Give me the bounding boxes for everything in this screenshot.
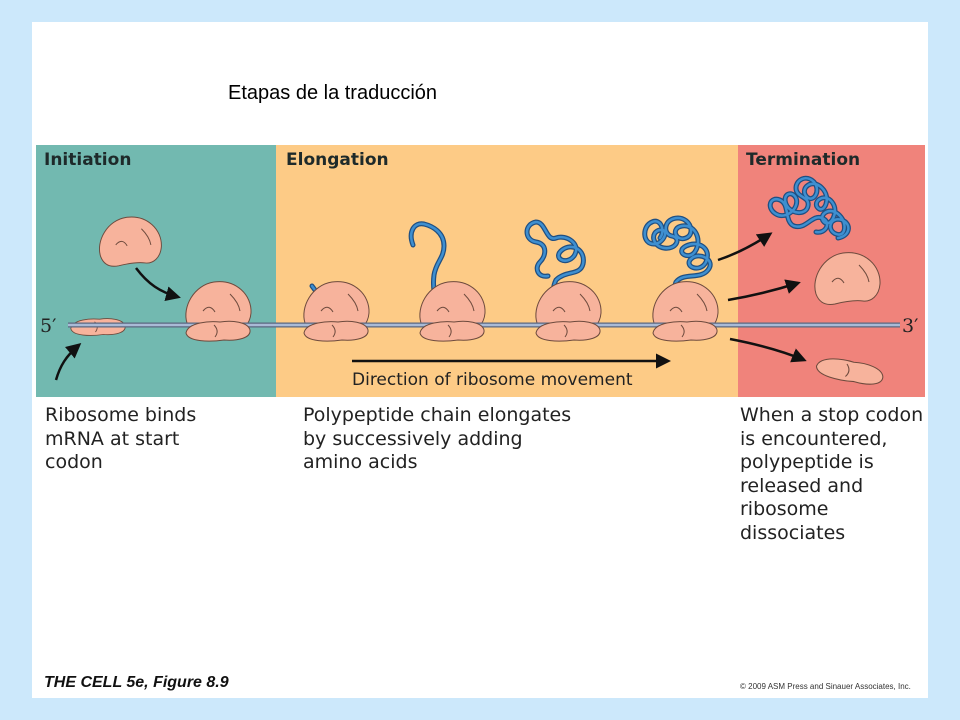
ribosome-small-subunit-icon	[419, 320, 485, 342]
five-prime-label: 5′	[40, 315, 56, 337]
elongation-heading: Elongation	[286, 150, 389, 170]
termination-caption: When a stop codon is encountered, polype…	[740, 404, 924, 544]
arrow-icon	[54, 343, 82, 381]
initiation-caption: Ribosome binds mRNA at start codon	[45, 404, 197, 473]
arrow-icon	[727, 279, 801, 302]
elongation-panel	[276, 145, 738, 397]
ribosome-small-subunit-icon	[303, 320, 369, 342]
ribosome-small-subunit-icon	[652, 320, 718, 342]
ribosome-small-subunit-icon	[185, 320, 251, 342]
termination-heading: Termination	[746, 150, 860, 170]
arrow-icon	[135, 267, 181, 302]
three-prime-label: 3′	[902, 315, 918, 337]
initiation-panel	[36, 145, 276, 397]
translation-figure: Initiation Elongation Termination	[36, 145, 925, 397]
arrow-icon	[729, 337, 807, 363]
ribosome-small-subunit-icon	[535, 320, 601, 342]
direction-label: Direction of ribosome movement	[352, 370, 633, 390]
slide-title: Etapas de la traducción	[228, 82, 438, 104]
arrow-icon	[717, 232, 773, 262]
initiation-heading: Initiation	[44, 150, 131, 170]
slide: Initiation Elongation Termination	[32, 22, 928, 698]
elongation-caption: Polypeptide chain elongates by successiv…	[303, 404, 572, 473]
copyright-text: © 2009 ASM Press and Sinauer Associates,…	[740, 682, 911, 691]
figure-label: THE CELL 5e, Figure 8.9	[44, 674, 229, 691]
